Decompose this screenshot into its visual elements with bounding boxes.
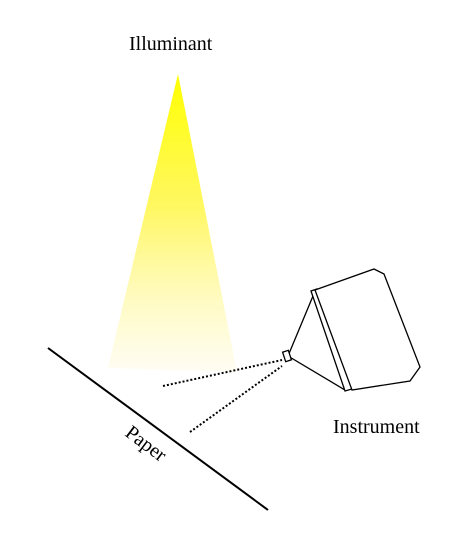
view-line-lower: [189, 365, 283, 433]
paper-surface: [47, 347, 269, 511]
instrument-label: Instrument: [333, 416, 420, 438]
instrument-body: [314, 268, 421, 391]
illuminant-label: Illuminant: [129, 33, 213, 55]
light-cone: [108, 74, 237, 372]
instrument: [281, 268, 421, 392]
paper-label: Paper: [121, 421, 171, 466]
instrument-aperture: [281, 349, 293, 363]
view-line-upper: [162, 359, 283, 387]
